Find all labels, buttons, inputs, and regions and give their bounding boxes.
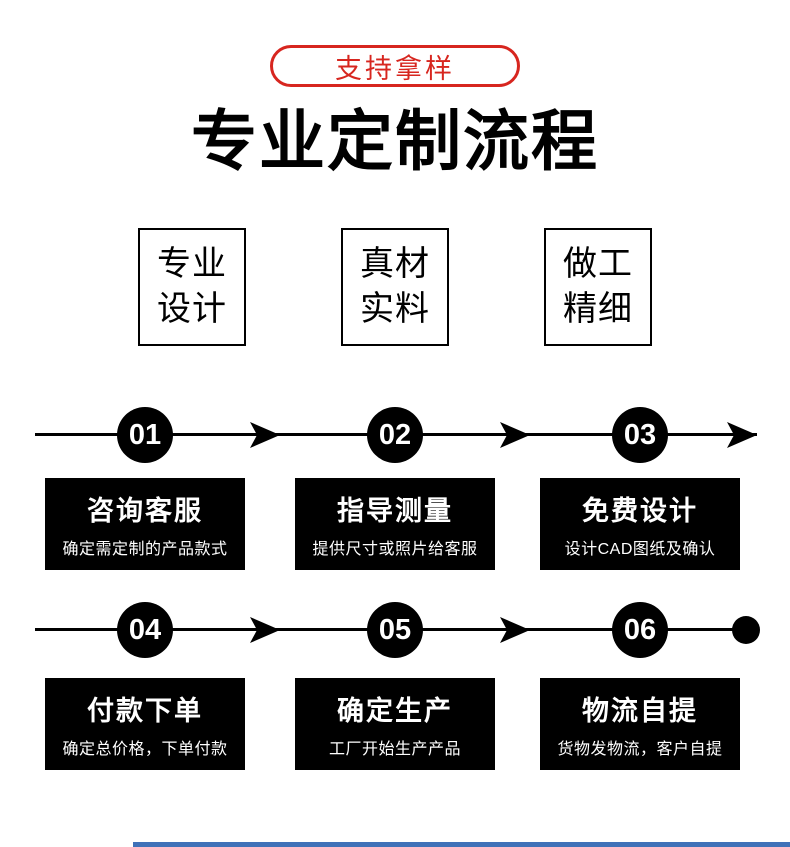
- step-number: 04: [128, 613, 162, 646]
- step-title: 付款下单: [87, 696, 203, 726]
- step-label-guided-measurement: 指导测量 提供尺寸或照片给客服: [295, 478, 495, 570]
- arrow-right-icon: [727, 422, 757, 448]
- step-number: 02: [378, 418, 412, 451]
- step-label-confirm-production: 确定生产 工厂开始生产产品: [295, 678, 495, 770]
- step-circle-04: 04: [117, 602, 173, 658]
- step-description: 确定需定制的产品款式: [62, 541, 228, 558]
- step-title: 指导测量: [337, 496, 453, 526]
- step-circle-02: 02: [367, 407, 423, 463]
- step-number: 01: [128, 418, 162, 451]
- step-description: 工厂开始生产产品: [328, 741, 461, 758]
- sample-support-badge-label: 支持拿样: [335, 53, 455, 84]
- process-labels-row2: 付款下单 确定总价格，下单付款 确定生产 工厂开始生产产品 物流自提 货物发物流…: [0, 678, 790, 770]
- step-number: 06: [623, 613, 657, 646]
- arrow-right-icon: [250, 617, 280, 643]
- process-timeline-row1: 01 02 03: [0, 405, 790, 465]
- step-circle-05: 05: [367, 602, 423, 658]
- page-title: 专业定制流程: [191, 104, 599, 178]
- arrow-right-icon: [500, 422, 530, 448]
- step-description: 确定总价格，下单付款: [62, 741, 228, 758]
- step-circle-01: 01: [117, 407, 173, 463]
- feature-text-line1: 做工: [563, 245, 633, 284]
- feature-box-professional-design: 专业 设计: [138, 228, 246, 346]
- process-labels-row1: 咨询客服 确定需定制的产品款式 指导测量 提供尺寸或照片给客服 免费设计 设计C…: [0, 478, 790, 570]
- step-title: 确定生产: [337, 696, 453, 726]
- arrow-right-icon: [500, 617, 530, 643]
- feature-text-line2: 精细: [563, 290, 633, 328]
- step-title: 免费设计: [582, 496, 698, 526]
- step-circle-03: 03: [612, 407, 668, 463]
- step-number: 05: [378, 613, 412, 646]
- next-section-edge-bar: [133, 842, 790, 847]
- step-description: 货物发物流，客户自提: [557, 741, 723, 758]
- step-description: 设计CAD图纸及确认: [564, 541, 716, 558]
- step-label-consult-service: 咨询客服 确定需定制的产品款式: [45, 478, 245, 570]
- step-number: 03: [623, 418, 657, 451]
- step-title: 物流自提: [582, 696, 698, 726]
- sample-support-badge: 支持拿样: [270, 45, 520, 87]
- process-timeline-row2: 04 05 06: [0, 600, 790, 660]
- step-label-payment-order: 付款下单 确定总价格，下单付款: [45, 678, 245, 770]
- step-label-free-design: 免费设计 设计CAD图纸及确认: [540, 478, 740, 570]
- feature-boxes: 专业 设计 真材 实料 做工 精细: [0, 228, 790, 346]
- feature-box-fine-workmanship: 做工 精细: [544, 228, 652, 346]
- feature-text-line1: 专业: [157, 245, 227, 284]
- arrow-right-icon: [250, 422, 280, 448]
- step-label-logistics-pickup: 物流自提 货物发物流，客户自提: [540, 678, 740, 770]
- feature-text-line2: 实料: [360, 290, 430, 328]
- step-description: 提供尺寸或照片给客服: [312, 541, 478, 558]
- step-circle-06: 06: [612, 602, 668, 658]
- feature-text-line1: 真材: [360, 245, 430, 284]
- timeline-end-dot: [732, 616, 760, 644]
- feature-box-genuine-materials: 真材 实料: [341, 228, 449, 346]
- step-title: 咨询客服: [87, 496, 203, 526]
- feature-text-line2: 设计: [157, 290, 227, 328]
